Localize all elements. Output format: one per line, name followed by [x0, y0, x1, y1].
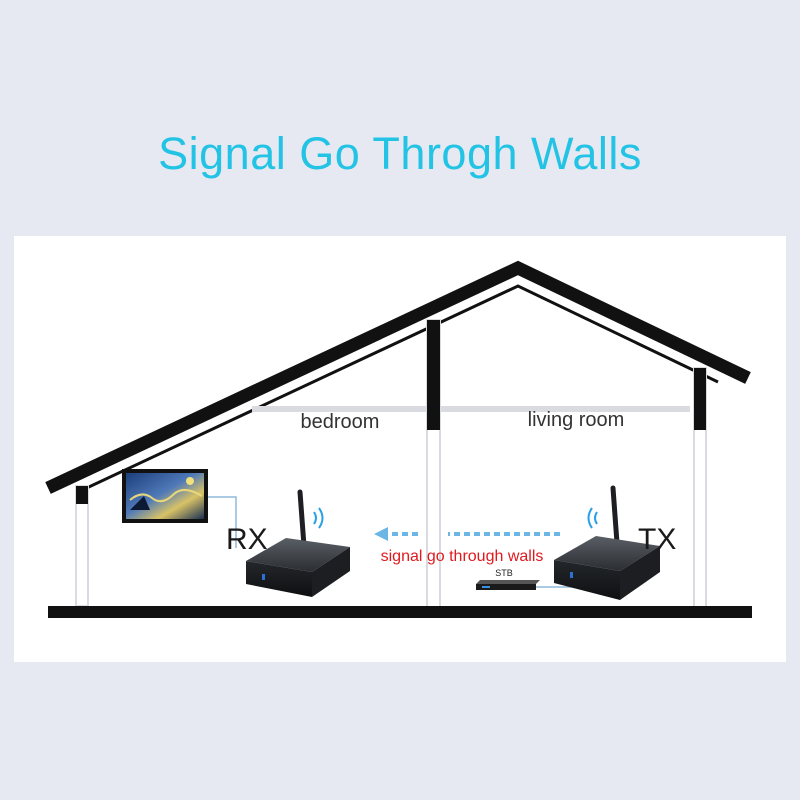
stb-label: STB: [495, 568, 513, 578]
tx-label: TX: [638, 523, 676, 556]
floor: [48, 606, 752, 618]
signal-caption: signal go through walls: [381, 548, 544, 565]
tv-icon: [122, 469, 208, 523]
bedroom-label: bedroom: [301, 411, 380, 433]
arrow-left-icon: [374, 527, 560, 541]
rx-label: RX: [226, 523, 268, 556]
wifi-waves-icon: [587, 507, 598, 529]
receiver-box-icon: [246, 489, 350, 597]
living-room-label: living room: [528, 409, 625, 431]
hdmi-cable: [208, 496, 237, 548]
walls: [75, 319, 707, 611]
set-top-box-icon: [476, 580, 540, 590]
wifi-waves-icon: [313, 507, 324, 529]
roof: [45, 260, 751, 495]
page-title: Signal Go Throgh Walls: [158, 128, 642, 179]
transmitter-box-icon: [554, 485, 660, 600]
